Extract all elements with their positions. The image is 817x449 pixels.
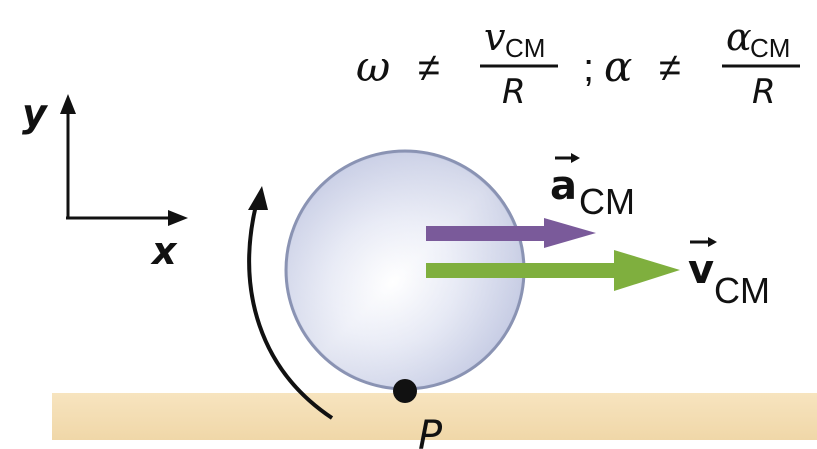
acceleration-symbol: a [550,163,577,209]
radius-denominator-1: R [502,72,526,112]
rolling-slip-equation: ω ≠ v CM R ; α ≠ α CM R [356,15,800,112]
ball-shine [288,153,522,387]
acceleration-subscript: CM [579,181,635,222]
x-axis-label: x [150,229,178,273]
velocity-label: v CM [688,237,770,311]
velocity-arrowhead-icon [614,250,680,291]
curved-arrow-counterclockwise-icon [248,186,268,210]
velocity-subscript: CM [714,270,770,311]
not-equal-symbol-2: ≠ [659,46,681,90]
y-axis-arrowhead-icon [60,94,76,114]
rotation-arc [247,204,334,420]
ground-surface [52,393,817,440]
radius-denominator-2: R [752,72,776,112]
velocity-hat-arrowhead-icon [708,237,717,247]
alpha-symbol: α [604,42,632,91]
acceleration-label: a CM [550,153,635,222]
separator-semicolon: ; [583,46,594,90]
velocity-numerator-subscript: CM [505,33,545,63]
velocity-symbol: v [688,247,714,293]
contact-point-label: P [418,413,443,449]
rotation-indicator [247,186,334,420]
velocity-arrow-shaft [426,263,618,278]
coordinate-axes: y x [22,91,188,273]
omega-symbol: ω [356,42,390,91]
contact-point-dot [393,379,417,403]
acceleration-hat-arrowhead-icon [571,153,580,163]
velocity-vector [426,250,680,291]
acceleration-arrowhead-icon [544,218,596,248]
acceleration-vector [426,218,596,248]
x-axis-arrowhead-icon [168,210,188,226]
acceleration-arrow-shaft [426,226,546,241]
alpha-numerator-symbol: α [726,15,752,59]
y-axis-label: y [22,91,49,135]
alpha-numerator-subscript: CM [750,33,790,63]
velocity-numerator-symbol: v [484,15,506,59]
not-equal-symbol-1: ≠ [418,46,440,90]
